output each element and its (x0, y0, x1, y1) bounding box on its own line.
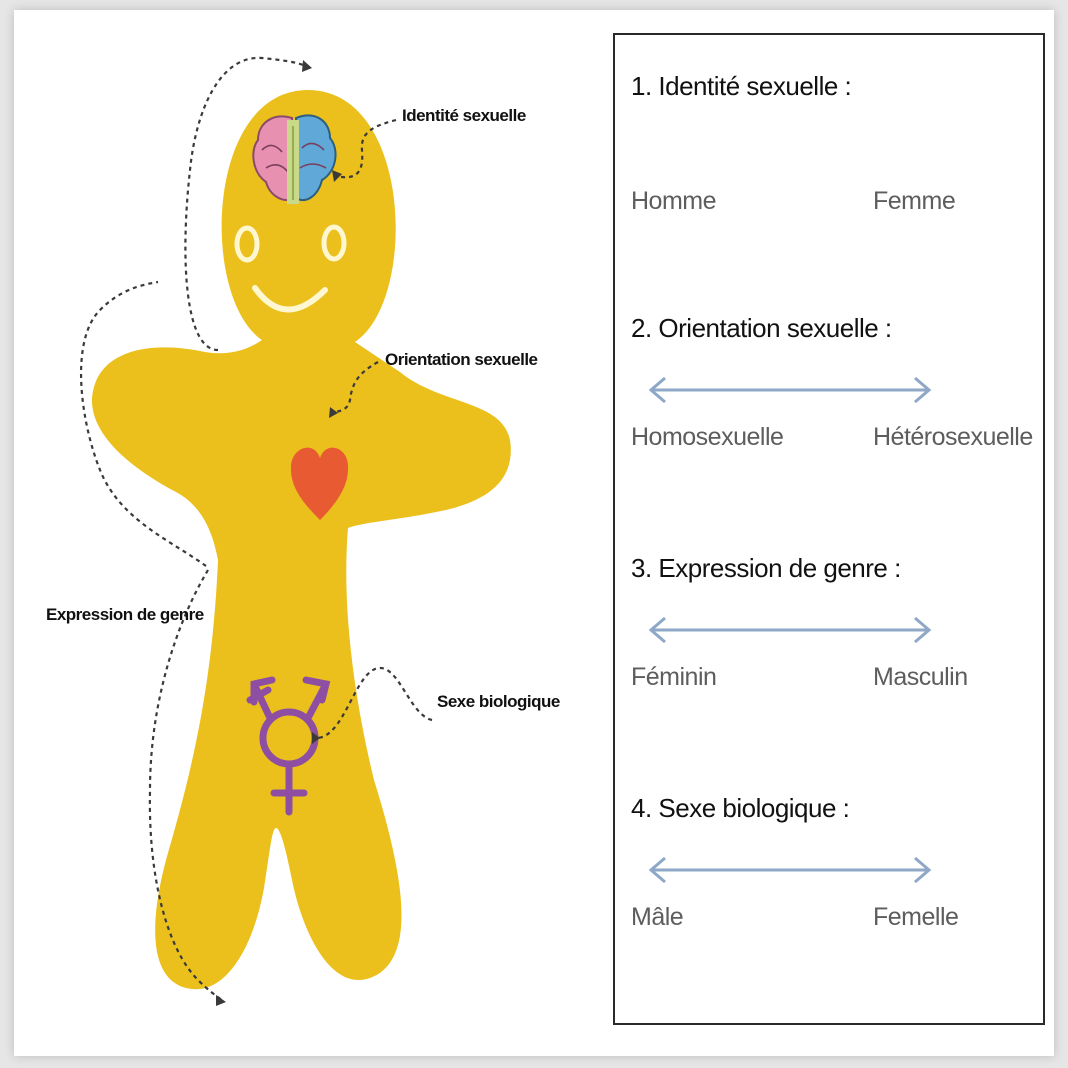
expression-bottom-arrowhead (216, 995, 226, 1006)
scale-title: 2. Orientation sexuelle : (631, 313, 892, 344)
double-arrow-icon (645, 855, 935, 885)
scale-left-label: Mâle (631, 903, 683, 932)
scales-panel: 1. Identité sexuelle : Homme Femme 2. Or… (613, 33, 1045, 1025)
sex-callout-label: Sexe biologique (437, 692, 560, 712)
scale-left-label: Homme (631, 187, 716, 216)
orientation-callout-label: Orientation sexuelle (385, 350, 538, 370)
double-arrow-icon (645, 375, 935, 405)
scale-right-label: Masculin (873, 663, 968, 692)
scale-title: 1. Identité sexuelle : (631, 71, 851, 102)
identity-callout-label: Identité sexuelle (402, 106, 526, 126)
scale-left-label: Homosexuelle (631, 423, 783, 452)
scale-right-label: Femelle (873, 903, 958, 932)
gingerbread-body (92, 90, 511, 989)
scale-title: 4. Sexe biologique : (631, 793, 849, 824)
scale-title: 3. Expression de genre : (631, 553, 901, 584)
scale-right-label: Hétérosexuelle (873, 423, 1033, 452)
scale-right-label: Femme (873, 187, 955, 216)
double-arrow-icon (645, 615, 935, 645)
expression-top-arrowhead (302, 60, 312, 72)
scale-left-label: Féminin (631, 663, 716, 692)
expression-callout-label: Expression de genre (46, 605, 204, 625)
